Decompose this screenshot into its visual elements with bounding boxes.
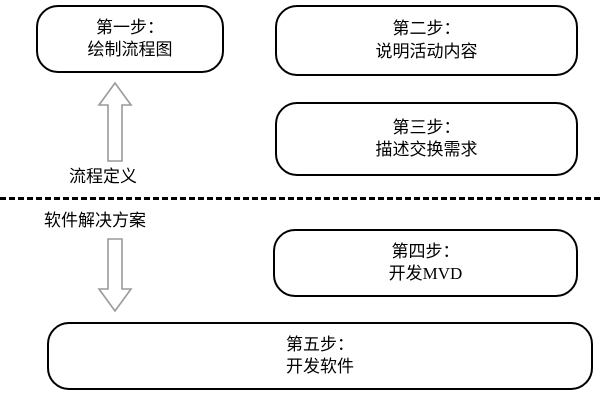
step-box-2-line-1: 第二步： xyxy=(392,19,461,39)
step-box-3[interactable]: 第三步： 描述交换需求 xyxy=(275,102,578,176)
step-box-5[interactable]: 第五步： 开发软件 xyxy=(47,322,593,390)
step-box-4[interactable]: 第四步： 开发MVD xyxy=(273,229,578,297)
label-process-definition: 流程定义 xyxy=(69,167,137,186)
step-box-1-line-1: 第一步： xyxy=(96,17,164,37)
step-box-5-line-1: 第五步： xyxy=(286,334,354,354)
step-box-3-line-1: 第三步： xyxy=(392,117,461,137)
step-box-4-line-2: 开发MVD xyxy=(388,264,463,283)
step-box-2-line-2: 说明活动内容 xyxy=(375,41,478,61)
step-box-5-line-2: 开发软件 xyxy=(286,357,354,376)
arrow-down-icon xyxy=(97,238,133,313)
arrow-up-icon xyxy=(97,81,133,162)
label-software-solution: 软件解决方案 xyxy=(44,211,146,230)
phase-divider xyxy=(0,197,600,200)
step-box-1-line-2: 绘制流程图 xyxy=(87,40,173,59)
step-box-4-line-1: 第四步： xyxy=(391,241,460,261)
step-box-2[interactable]: 第二步： 说明活动内容 xyxy=(275,5,578,76)
step-box-1[interactable]: 第一步： 绘制流程图 xyxy=(36,5,224,73)
step-box-3-line-2: 描述交换需求 xyxy=(375,140,478,159)
